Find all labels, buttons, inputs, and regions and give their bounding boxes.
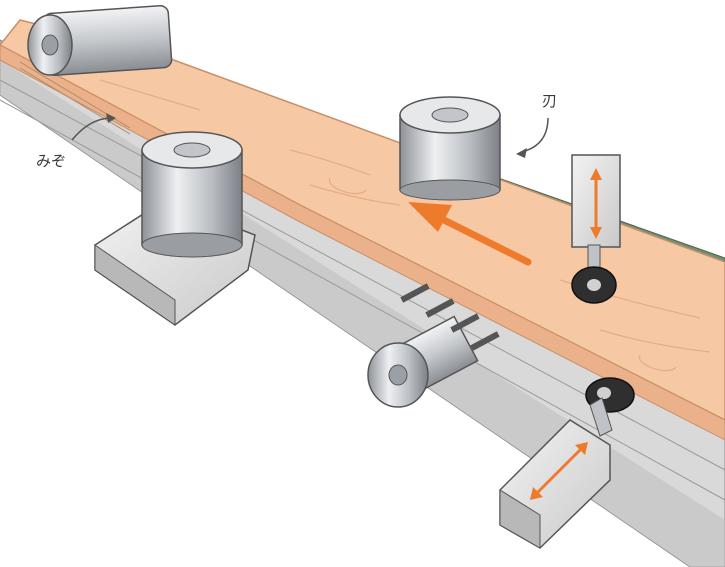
side-cutter-front (367, 283, 500, 408)
double-arrow-vertical-icon (590, 168, 602, 239)
arrow-left-icon (408, 202, 532, 266)
vertical-adjust-unit (571, 154, 621, 304)
cutter-head-left (94, 131, 256, 326)
double-arrow-diagonal-icon (530, 442, 588, 500)
groove-label: みぞ (36, 152, 67, 170)
feed-roller-top (27, 4, 173, 76)
blade-callout-line (521, 117, 549, 153)
cutter-head-right (399, 96, 501, 201)
blade-label: 刃 (542, 92, 558, 110)
wood-grain (99, 79, 711, 372)
